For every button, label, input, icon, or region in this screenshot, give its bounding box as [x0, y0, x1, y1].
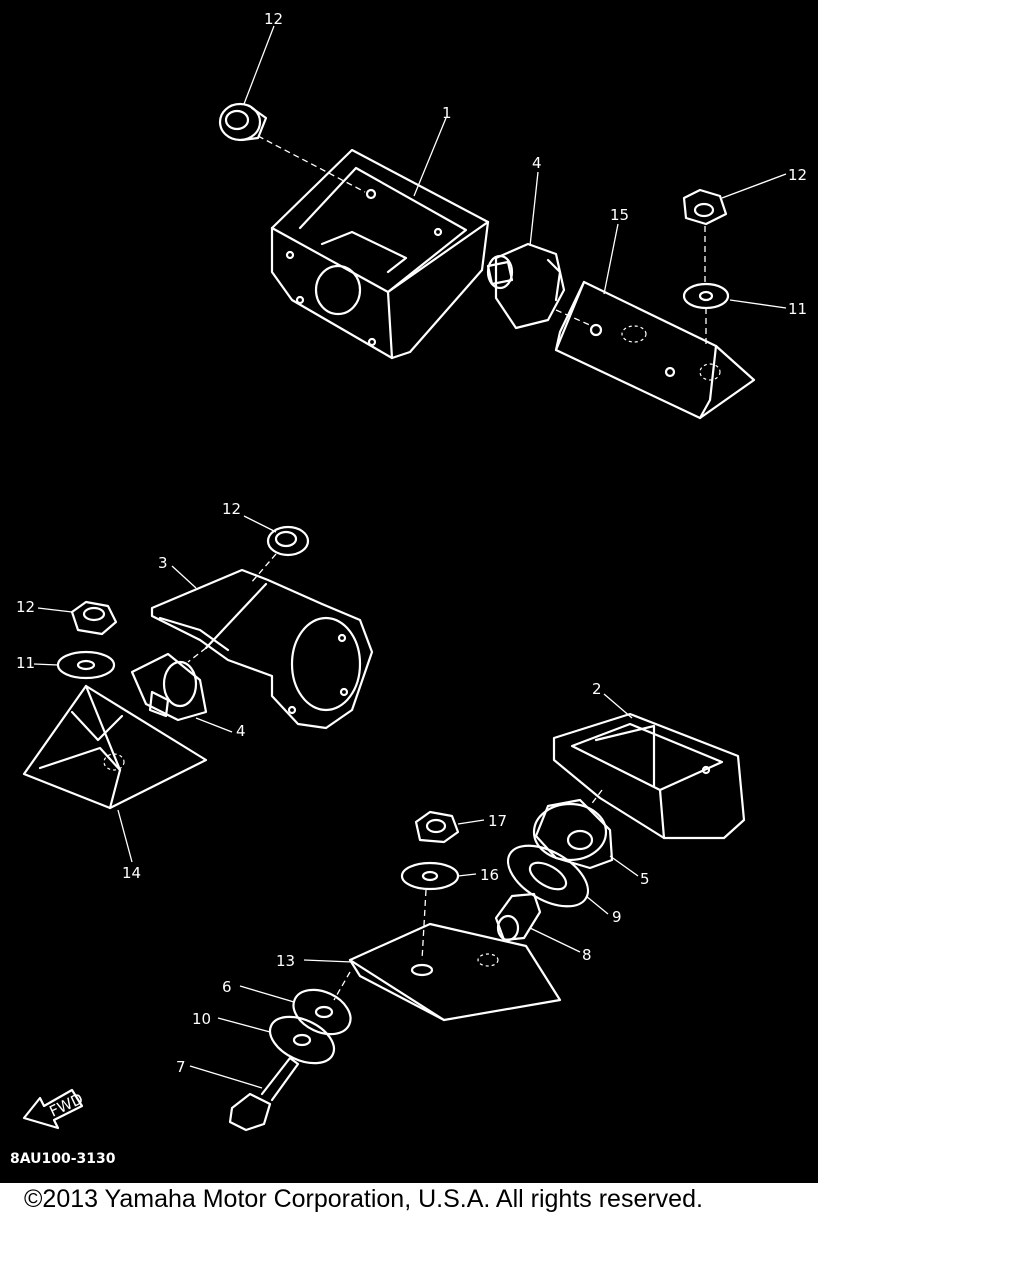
callout-6: 6: [222, 978, 232, 996]
part-13-plate: [348, 922, 562, 1022]
callout-10: 10: [192, 1010, 211, 1028]
leader-lines: [33, 25, 787, 1089]
part-16-washer: [400, 861, 460, 891]
callout-9: 9: [612, 908, 622, 926]
part-11-washer-right: [682, 282, 730, 310]
part-17-nut: [414, 810, 460, 844]
drawing-code: 8AU100-3130: [10, 1151, 116, 1167]
callout-11-right: 11: [788, 300, 807, 318]
callout-4-mid: 4: [236, 722, 246, 740]
exploded-parts-diagram: 12 1 4 15 12 11 12 3 12 11 4 14 2 17 5 1…: [10, 10, 807, 1167]
callout-11-left: 11: [16, 654, 35, 672]
part-4-mount-mid: [130, 652, 208, 722]
callout-13: 13: [276, 952, 295, 970]
callout-3: 3: [158, 554, 168, 572]
part-15-lower-bracket: [554, 280, 756, 420]
diagram-panel: 12 1 4 15 12 11 12 3 12 11 4 14 2 17 5 1…: [0, 0, 818, 1183]
callout-16: 16: [480, 866, 499, 884]
part-10-washer: [268, 1015, 336, 1065]
fwd-arrow-icon: FWD: [22, 1088, 86, 1130]
part-1-bracket: [270, 148, 490, 360]
part-12-nut-right: [682, 188, 728, 226]
callout-4-upper: 4: [532, 154, 542, 172]
part-7-bolt: [228, 1056, 300, 1132]
callout-7: 7: [176, 1058, 186, 1076]
part-12-nut-mid: [266, 525, 310, 557]
callout-12-mid: 12: [222, 500, 241, 518]
part-12-nut-left: [70, 600, 118, 636]
fwd-label: FWD: [47, 1090, 86, 1121]
callout-12-right: 12: [788, 166, 807, 184]
callout-14: 14: [122, 864, 141, 882]
part-2-bracket: [552, 712, 746, 840]
copyright-notice: ©2013 Yamaha Motor Corporation, U.S.A. A…: [24, 1185, 703, 1213]
part-8-collar: [494, 892, 542, 942]
part-12-nut-top: [218, 102, 268, 142]
callout-17: 17: [488, 812, 507, 830]
part-5-rubber-mount: [532, 798, 614, 870]
part-9-washer: [506, 844, 590, 908]
callout-12-left: 12: [16, 598, 35, 616]
part-14-plate: [22, 684, 208, 810]
part-3-bracket: [150, 568, 374, 730]
callout-5: 5: [640, 870, 650, 888]
callout-8: 8: [582, 946, 592, 964]
callout-2: 2: [592, 680, 602, 698]
callout-1: 1: [442, 104, 452, 122]
part-11-washer-left: [56, 650, 116, 680]
callout-12-top: 12: [264, 10, 283, 28]
part-4-mount-upper: [486, 242, 566, 330]
callout-15: 15: [610, 206, 629, 224]
part-6-washer: [292, 988, 352, 1036]
